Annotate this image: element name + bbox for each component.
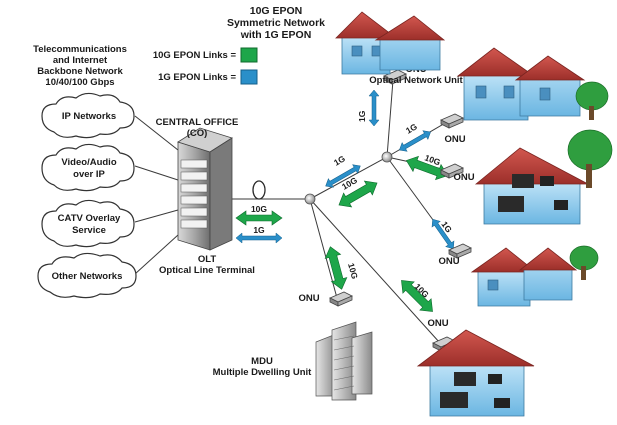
legend-10g-swatch	[240, 47, 258, 63]
legend-1g-label: 1G EPON Links =	[158, 72, 236, 83]
fiber-coil-icon	[252, 180, 266, 200]
svg-text:CATV Overlay: CATV Overlay	[58, 213, 121, 224]
svg-text:and Internet: and Internet	[53, 55, 108, 66]
house-mid-right-icon	[474, 129, 613, 225]
onu-mid-right-label: ONU	[453, 172, 474, 183]
splitter-secondary-icon	[381, 151, 393, 163]
onu-upper-right-label: ONU	[444, 134, 465, 145]
svg-text:Other Networks: Other Networks	[52, 271, 123, 282]
mdu-label: MDU	[251, 356, 273, 367]
svg-text:Video/Audio: Video/Audio	[61, 157, 116, 168]
splitter-main-icon	[304, 193, 316, 205]
onu-mdu-label: ONU	[298, 293, 319, 304]
onu-upper-right-icon	[440, 113, 464, 129]
olt-full-label: Optical Line Terminal	[159, 265, 255, 276]
bottom-10g-arrow	[401, 280, 433, 312]
olt-1g-label: 1G	[253, 225, 265, 235]
house-upper-right-icon	[456, 47, 609, 121]
cloud-catv-overlay: CATV Overlay Service	[41, 199, 135, 248]
legend-10g-label: 10G EPON Links =	[153, 50, 237, 61]
trunk-1g-arrow	[325, 164, 361, 188]
trunk-1g-label: 1G	[332, 153, 347, 168]
svg-text:10/40/100 Gbps: 10/40/100 Gbps	[45, 77, 114, 88]
mdu-10g-label: 10G	[346, 262, 360, 280]
right-upper-1g-label: 1G	[404, 121, 419, 136]
onu-devices	[329, 69, 472, 352]
onu-top-full-label: Optical Network Unit	[369, 75, 463, 86]
house-lower-right-icon	[470, 245, 599, 307]
legend: 10G EPON Links = 1G EPON Links =	[153, 47, 258, 85]
mdu-10g-arrow	[324, 246, 348, 290]
onu-lower-right-label: ONU	[438, 256, 459, 267]
svg-text:Backbone Network: Backbone Network	[37, 66, 123, 77]
central-office-abbr: (CO)	[187, 128, 208, 139]
top-1g-label: 1G	[357, 110, 367, 122]
olt-1g-arrow	[235, 232, 283, 244]
title-line-3: with 1G EPON	[240, 29, 312, 41]
cloud-video-audio: Video/Audio over IP	[41, 143, 135, 192]
onu-mdu-icon	[329, 291, 353, 307]
house-top-icon	[335, 11, 446, 75]
backbone-label: Telecommunications and Internet Backbone…	[33, 44, 127, 88]
svg-text:Telecommunications: Telecommunications	[33, 44, 127, 55]
title-line-2: Symmetric Network	[227, 17, 325, 29]
onu-top-icon	[383, 69, 407, 85]
onu-bottom-label: ONU	[427, 318, 448, 329]
mdu-building-icon	[315, 321, 373, 401]
olt-label: OLT	[198, 254, 216, 265]
olt-10g-arrow	[235, 210, 283, 226]
trunk-10g-arrow	[338, 180, 378, 208]
onu-mid-right-icon	[440, 163, 464, 179]
top-1g-arrow	[368, 89, 380, 127]
svg-text:Service: Service	[72, 225, 106, 236]
svg-text:over IP: over IP	[73, 169, 105, 180]
central-office-rack-icon	[177, 127, 233, 251]
title-line-1: 10G EPON	[250, 5, 303, 17]
cloud-other-networks: Other Networks	[37, 252, 137, 299]
cloud-ip-networks: IP Networks	[41, 92, 135, 139]
legend-1g-swatch	[240, 69, 258, 85]
cloud-ip-networks-label: IP Networks	[62, 111, 116, 122]
central-office-label: CENTRAL OFFICE	[156, 117, 239, 128]
olt-10g-label: 10G	[251, 204, 267, 214]
mdu-full-label: Multiple Dwelling Unit	[213, 367, 313, 378]
house-bottom-icon	[416, 329, 535, 417]
onu-lower-right-icon	[448, 243, 472, 259]
right-upper-1g-arrow	[399, 130, 431, 152]
